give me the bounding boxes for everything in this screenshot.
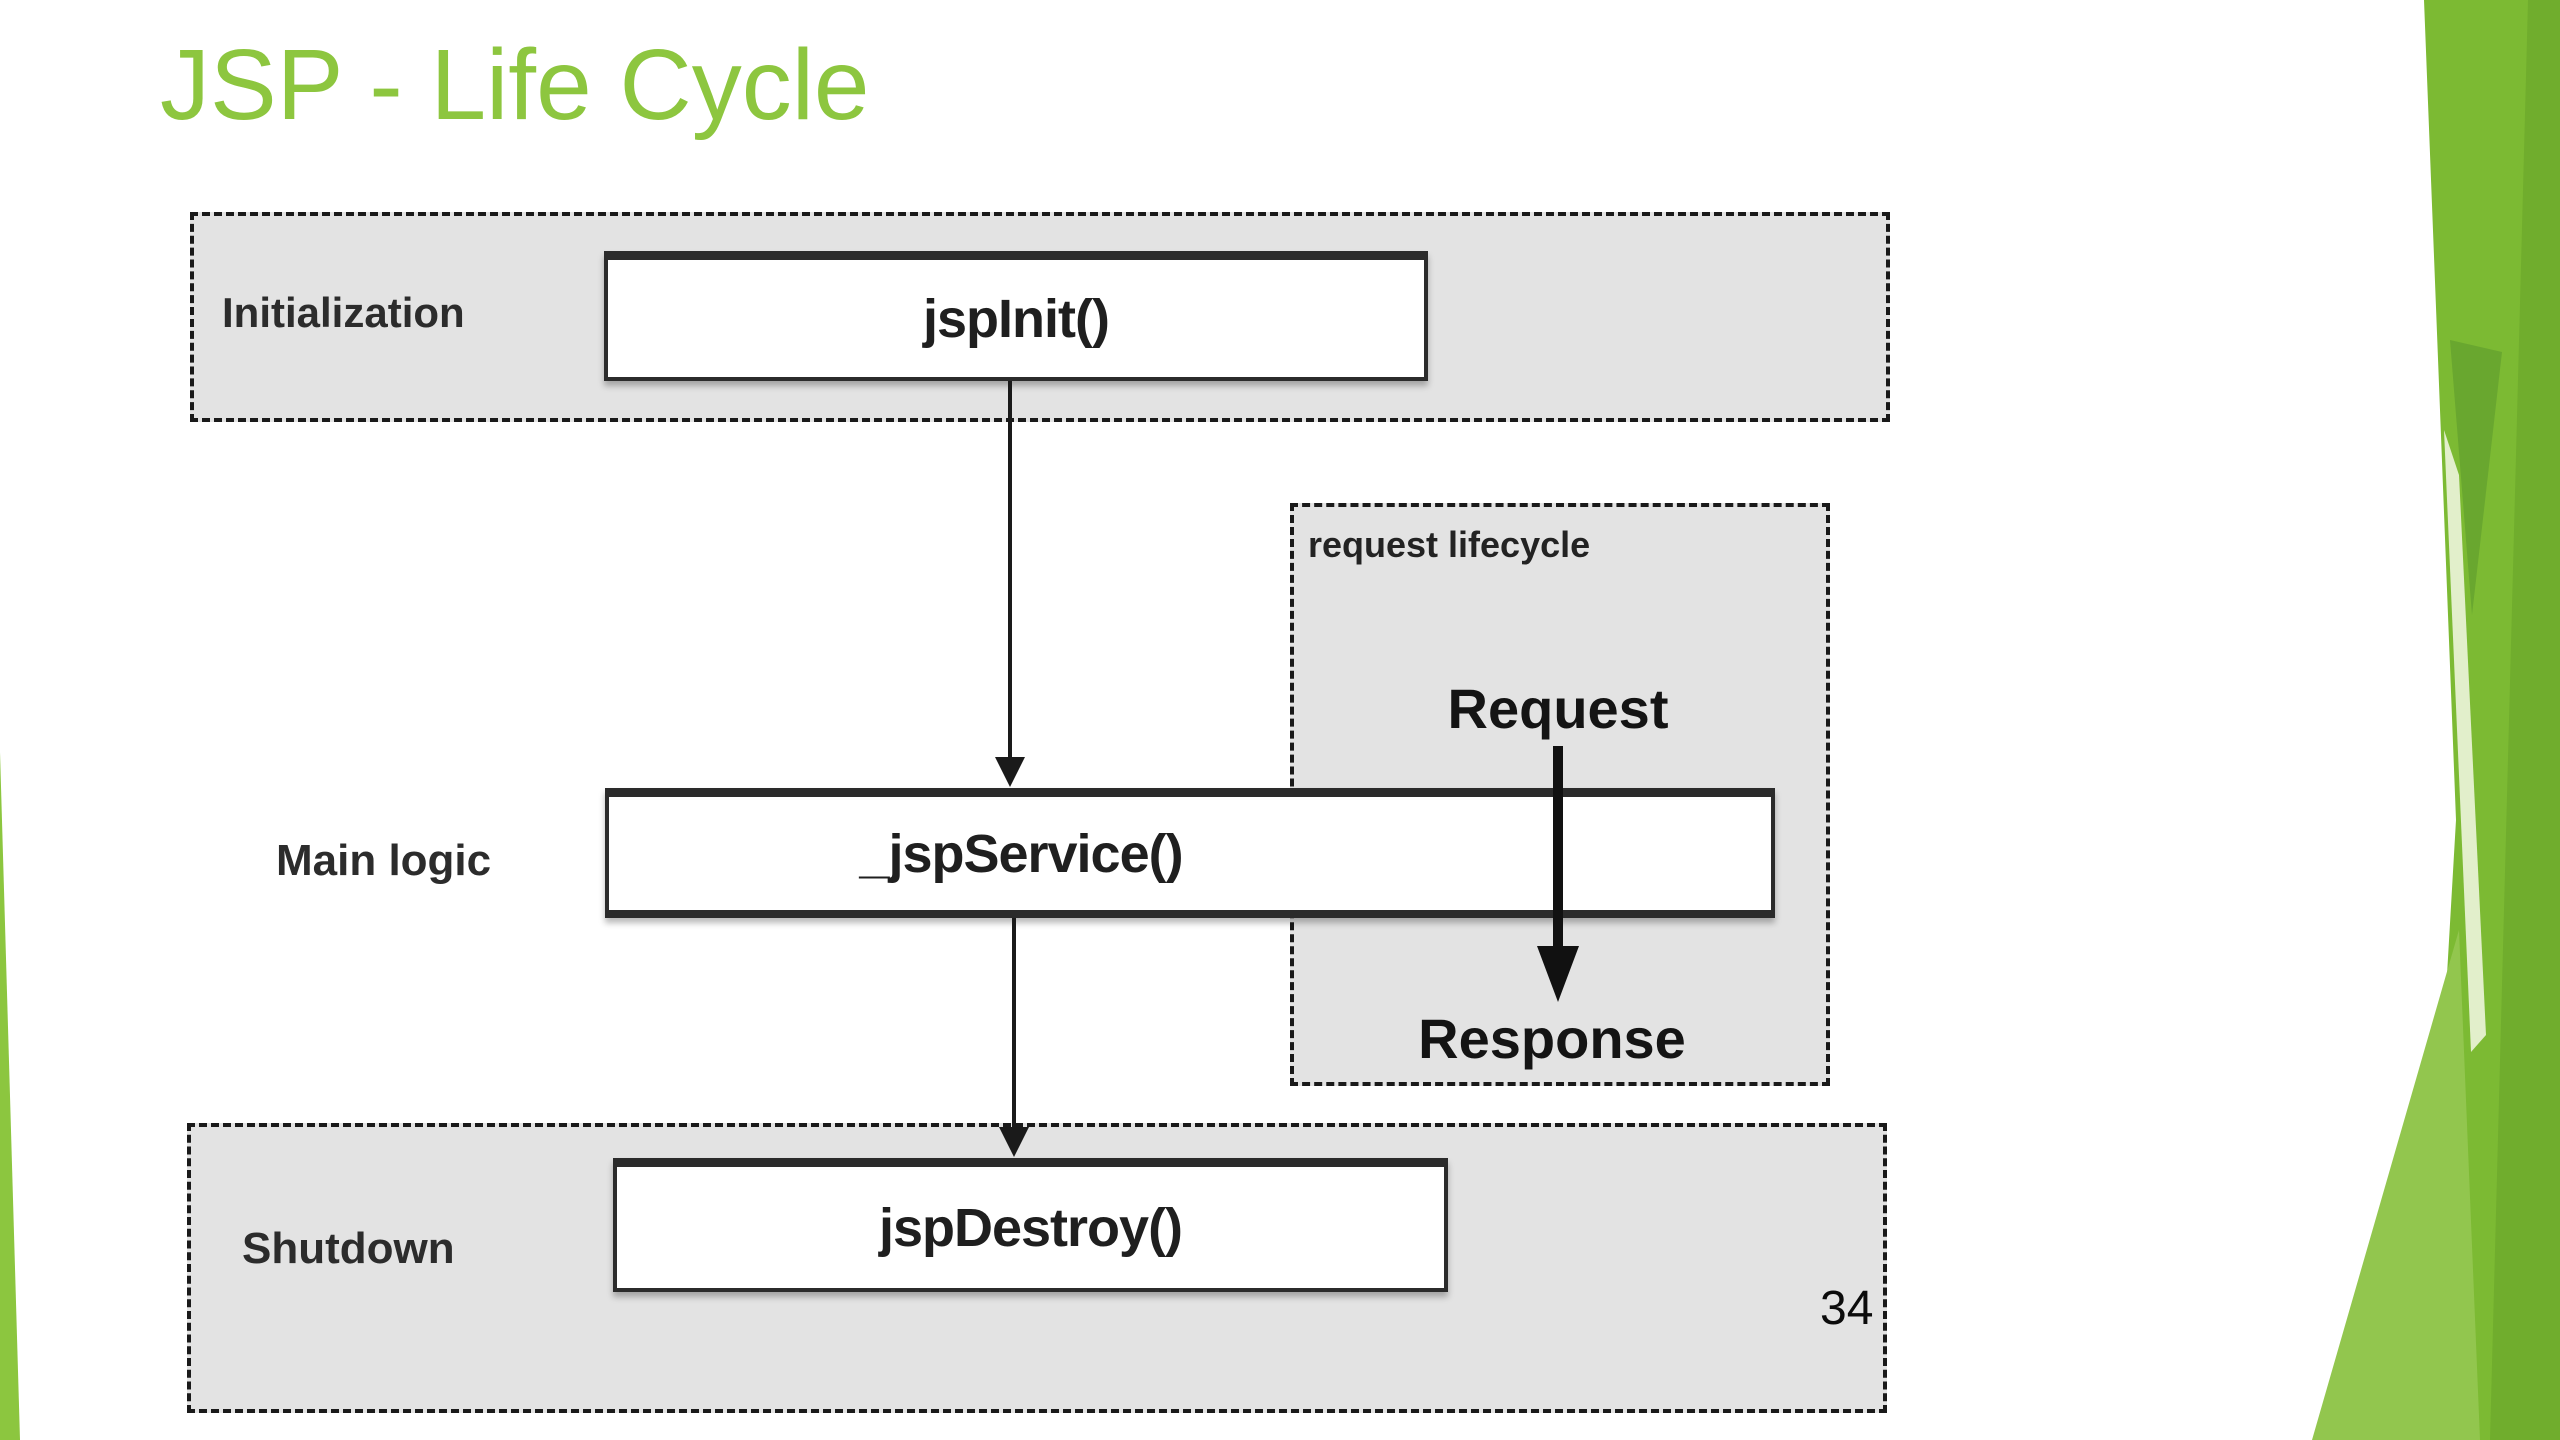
left-edge-green-sliver bbox=[0, 752, 20, 1440]
initialization-phase-label: Initialization bbox=[222, 289, 465, 336]
jspdestroy-method-box: jspDestroy() bbox=[613, 1158, 1448, 1292]
facet-light-wedge bbox=[2312, 930, 2480, 1440]
jspinit-method-label: jspInit() bbox=[923, 288, 1110, 349]
arrow-service-to-destroy-shaft bbox=[1012, 918, 1016, 1127]
page-number: 34 bbox=[1820, 1282, 1874, 1335]
jspservice-text-wrap: _jspService() bbox=[609, 823, 1433, 885]
shutdown-phase-label: Shutdown bbox=[242, 1224, 455, 1273]
arrow-down-icon bbox=[995, 757, 1025, 787]
arrow-init-to-service-shaft bbox=[1008, 381, 1012, 757]
jspinit-method-box: jspInit() bbox=[604, 251, 1428, 381]
main-logic-phase-label: Main logic bbox=[276, 836, 492, 885]
jspservice-method-box: _jspService() bbox=[605, 788, 1775, 918]
request-label: Request bbox=[1447, 677, 1669, 740]
arrow-request-to-response-shaft bbox=[1553, 746, 1563, 946]
response-label: Response bbox=[1418, 1007, 1686, 1070]
facet-dark-wedge bbox=[2450, 340, 2502, 615]
facet-right-strip bbox=[2490, 0, 2560, 1440]
jspservice-method-label: _jspService() bbox=[859, 823, 1183, 884]
facet-pale-sliver bbox=[2444, 430, 2486, 1052]
page-title: JSP - Life Cycle bbox=[160, 29, 870, 141]
arrow-down-bold-icon bbox=[1537, 946, 1579, 1002]
arrow-down-icon bbox=[999, 1127, 1029, 1157]
request-lifecycle-label: request lifecycle bbox=[1308, 524, 1591, 565]
jspdestroy-method-label: jspDestroy() bbox=[878, 1197, 1183, 1258]
